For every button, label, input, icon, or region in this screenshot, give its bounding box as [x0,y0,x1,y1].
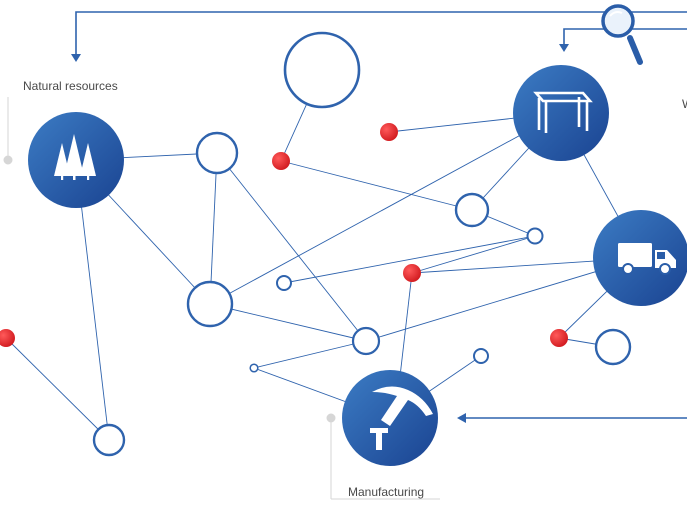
cut-off-label: W [682,97,687,111]
truck-icon [618,243,676,275]
empty-nodes [92,31,632,457]
node [473,348,489,364]
accent-node [0,329,15,347]
manufacturing-hub [342,370,438,466]
node [186,280,234,328]
magnifier-icon [601,4,643,65]
natural-resources-hub [28,112,124,208]
arrowhead-natural [71,54,81,62]
furniture-hub [513,65,609,161]
node [249,363,259,373]
label-leaders [3,97,440,500]
node [276,275,292,291]
accent-node [272,152,290,170]
node [454,192,490,228]
arrowhead-furniture [559,44,569,52]
node [195,131,239,175]
node [594,328,632,366]
node-large-top [283,31,361,109]
node [351,326,381,356]
natural-resources-label: Natural resources [23,79,118,93]
logistics-hub [593,210,687,306]
accent-node [550,329,568,347]
arrowhead-manufacturing [457,413,466,423]
hammer-icon [370,386,433,450]
table-icon [533,91,593,133]
arrow-to-furniture [563,28,687,46]
arrow-to-natural-resources [75,11,687,56]
accent-node [403,264,421,282]
accent-node [380,123,398,141]
accent-nodes [0,123,568,347]
forest-icon [54,134,96,180]
node [92,423,126,457]
node [526,227,544,245]
manufacturing-label: Manufacturing [348,485,425,499]
flow-arrows [75,11,687,419]
